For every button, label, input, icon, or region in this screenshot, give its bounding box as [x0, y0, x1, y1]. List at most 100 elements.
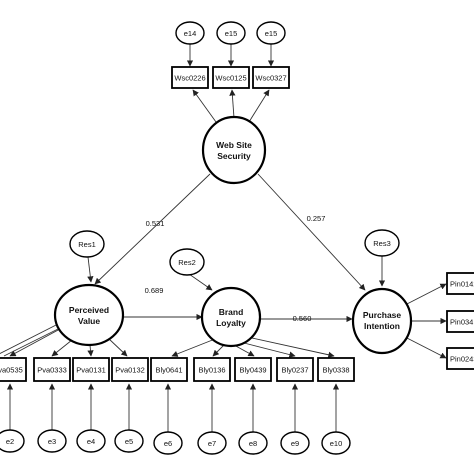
latent-bl-line1: Brand	[219, 307, 244, 317]
latent-pi-shape[interactable]	[351, 287, 413, 355]
indicator-bly0338-label: Bly0338	[322, 366, 349, 375]
indicator-pin0142-label: Pin0142	[450, 280, 474, 289]
error-e15[interactable]	[216, 21, 246, 45]
latent-pv-line1: Perceived	[69, 305, 109, 315]
pv-indicators: Pva0535 Pva0333 Pva0131 Pva0132	[0, 357, 149, 382]
latent-wss-shape[interactable]	[201, 115, 267, 185]
indicator-pva0132[interactable]	[111, 357, 149, 382]
residual-res3-label: Res3	[373, 239, 391, 248]
error-e3-label: e3	[48, 437, 56, 446]
latent-pv-shape[interactable]	[53, 283, 125, 347]
error-e10[interactable]	[321, 431, 351, 455]
indicator-pin0142[interactable]	[446, 272, 474, 295]
indicator-bly0439-label: Bly0439	[239, 366, 266, 375]
residual-res2-label: Res2	[178, 258, 196, 267]
error-e2-label: e2	[6, 437, 14, 446]
edge-res2-bl	[188, 273, 213, 291]
error-e4[interactable]	[76, 429, 106, 453]
latent-brand-loyalty: Brand Loyalty	[200, 286, 262, 348]
latent-bl-line2: Loyalty	[216, 318, 246, 328]
error-e6[interactable]	[153, 431, 183, 455]
indicator-bly0641-label: Bly0641	[155, 366, 182, 375]
indicator-wsc0327[interactable]	[252, 66, 290, 89]
residual-res1[interactable]	[69, 230, 105, 258]
edge-bl-bly0641	[171, 338, 216, 357]
edge-res1-pv	[87, 256, 94, 283]
error-e9-label: e9	[291, 439, 299, 448]
residuals: Res1 Res2 Res3	[69, 229, 400, 276]
error-e15b-label: e15	[265, 29, 278, 38]
edge-pi-pin0142	[404, 283, 447, 306]
error-e4-label: e4	[87, 437, 95, 446]
edge-wss-pi	[257, 173, 366, 291]
indicator-bly0136-label: Bly0136	[198, 366, 225, 375]
coef-pv-bl: 0.689	[145, 286, 164, 295]
indicator-pva0535[interactable]	[0, 357, 27, 382]
indicator-bly0237-label: Bly0237	[281, 366, 308, 375]
error-e8[interactable]	[238, 431, 268, 455]
latent-web-site-security: Web Site Security	[201, 115, 267, 185]
edge-wss-wsc0226	[192, 89, 217, 123]
error-e5[interactable]	[114, 429, 144, 453]
latent-pi-line1: Purchase	[363, 310, 402, 320]
indicator-pva0131-label: Pva0131	[76, 366, 106, 375]
edge-bl-bly0338	[251, 337, 335, 358]
latent-wss-line2: Security	[217, 151, 251, 161]
indicator-wsc0226[interactable]	[171, 66, 209, 89]
edge-bl-bly0439	[233, 344, 255, 357]
indicator-bly0641[interactable]	[150, 357, 188, 382]
indicator-wsc0327-label: Wsc0327	[255, 74, 286, 83]
latent-pv-line2: Value	[78, 316, 100, 326]
residual-res3[interactable]	[364, 229, 400, 257]
edge-pv-pva0535	[9, 328, 61, 357]
error-e7-label: e7	[208, 439, 216, 448]
wss-indicators: Wsc0226 Wsc0125 Wsc0327	[171, 66, 290, 89]
error-e8-label: e8	[249, 439, 257, 448]
indicator-wsc0125[interactable]	[212, 66, 250, 89]
indicator-pin0243-label: Pin0243	[450, 355, 474, 364]
edge-wss-pv	[94, 173, 211, 285]
bl-indicators: Bly0641 Bly0136 Bly0439 Bly0237 Bly0338	[150, 357, 355, 382]
error-e2[interactable]	[0, 429, 25, 453]
error-e7[interactable]	[197, 431, 227, 455]
bottom-errors: e2 e3 e4 e5 e6 e7 e8 e9 e10	[0, 429, 351, 455]
edges	[0, 44, 447, 432]
error-e14[interactable]	[175, 21, 205, 45]
latent-wss-line1: Web Site	[216, 140, 252, 150]
indicator-pva0333-label: Pva0333	[37, 366, 67, 375]
latent-purchase-intention: Purchase Intention	[351, 287, 413, 355]
latent-pi-line2: Intention	[364, 321, 400, 331]
edge-pv-pva0333	[51, 339, 73, 357]
edge-pv-pva0131	[87, 344, 94, 357]
error-e14-label: e14	[184, 29, 197, 38]
indicator-bly0338[interactable]	[317, 357, 355, 382]
indicator-pva0333[interactable]	[33, 357, 71, 382]
error-e9[interactable]	[280, 431, 310, 455]
latent-bl-shape[interactable]	[200, 286, 262, 348]
edge-pi-pin0243	[404, 336, 447, 359]
coef-wss-pi: 0.257	[307, 214, 326, 223]
pi-indicators: Pin0142 Pin034 Pin0243	[446, 272, 474, 370]
coef-bl-pi: 0.560	[293, 314, 312, 323]
indicator-pin0243[interactable]	[446, 347, 474, 370]
indicator-pin034[interactable]	[446, 310, 474, 333]
residual-res2[interactable]	[169, 248, 205, 276]
indicator-bly0439[interactable]	[234, 357, 272, 382]
coef-wss-pv: 0.531	[146, 219, 165, 228]
edge-wss-wsc0327	[248, 89, 270, 123]
indicator-wsc0226-label: Wsc0226	[174, 74, 205, 83]
latent-perceived-value: Perceived Value	[53, 283, 125, 347]
edge-bl-bly0237	[243, 342, 296, 358]
indicator-pva0131[interactable]	[72, 357, 110, 382]
error-e3[interactable]	[37, 429, 67, 453]
indicator-bly0136[interactable]	[193, 357, 231, 382]
indicator-pva0535-label: Pva0535	[0, 366, 23, 375]
edge-pv-offscreen-2	[3, 325, 65, 357]
error-e15-label: e15	[225, 29, 238, 38]
error-e5-label: e5	[125, 437, 133, 446]
indicator-wsc0125-label: Wsc0125	[215, 74, 246, 83]
error-e15b[interactable]	[256, 21, 286, 45]
indicator-bly0237[interactable]	[276, 357, 314, 382]
residual-res1-label: Res1	[78, 240, 96, 249]
